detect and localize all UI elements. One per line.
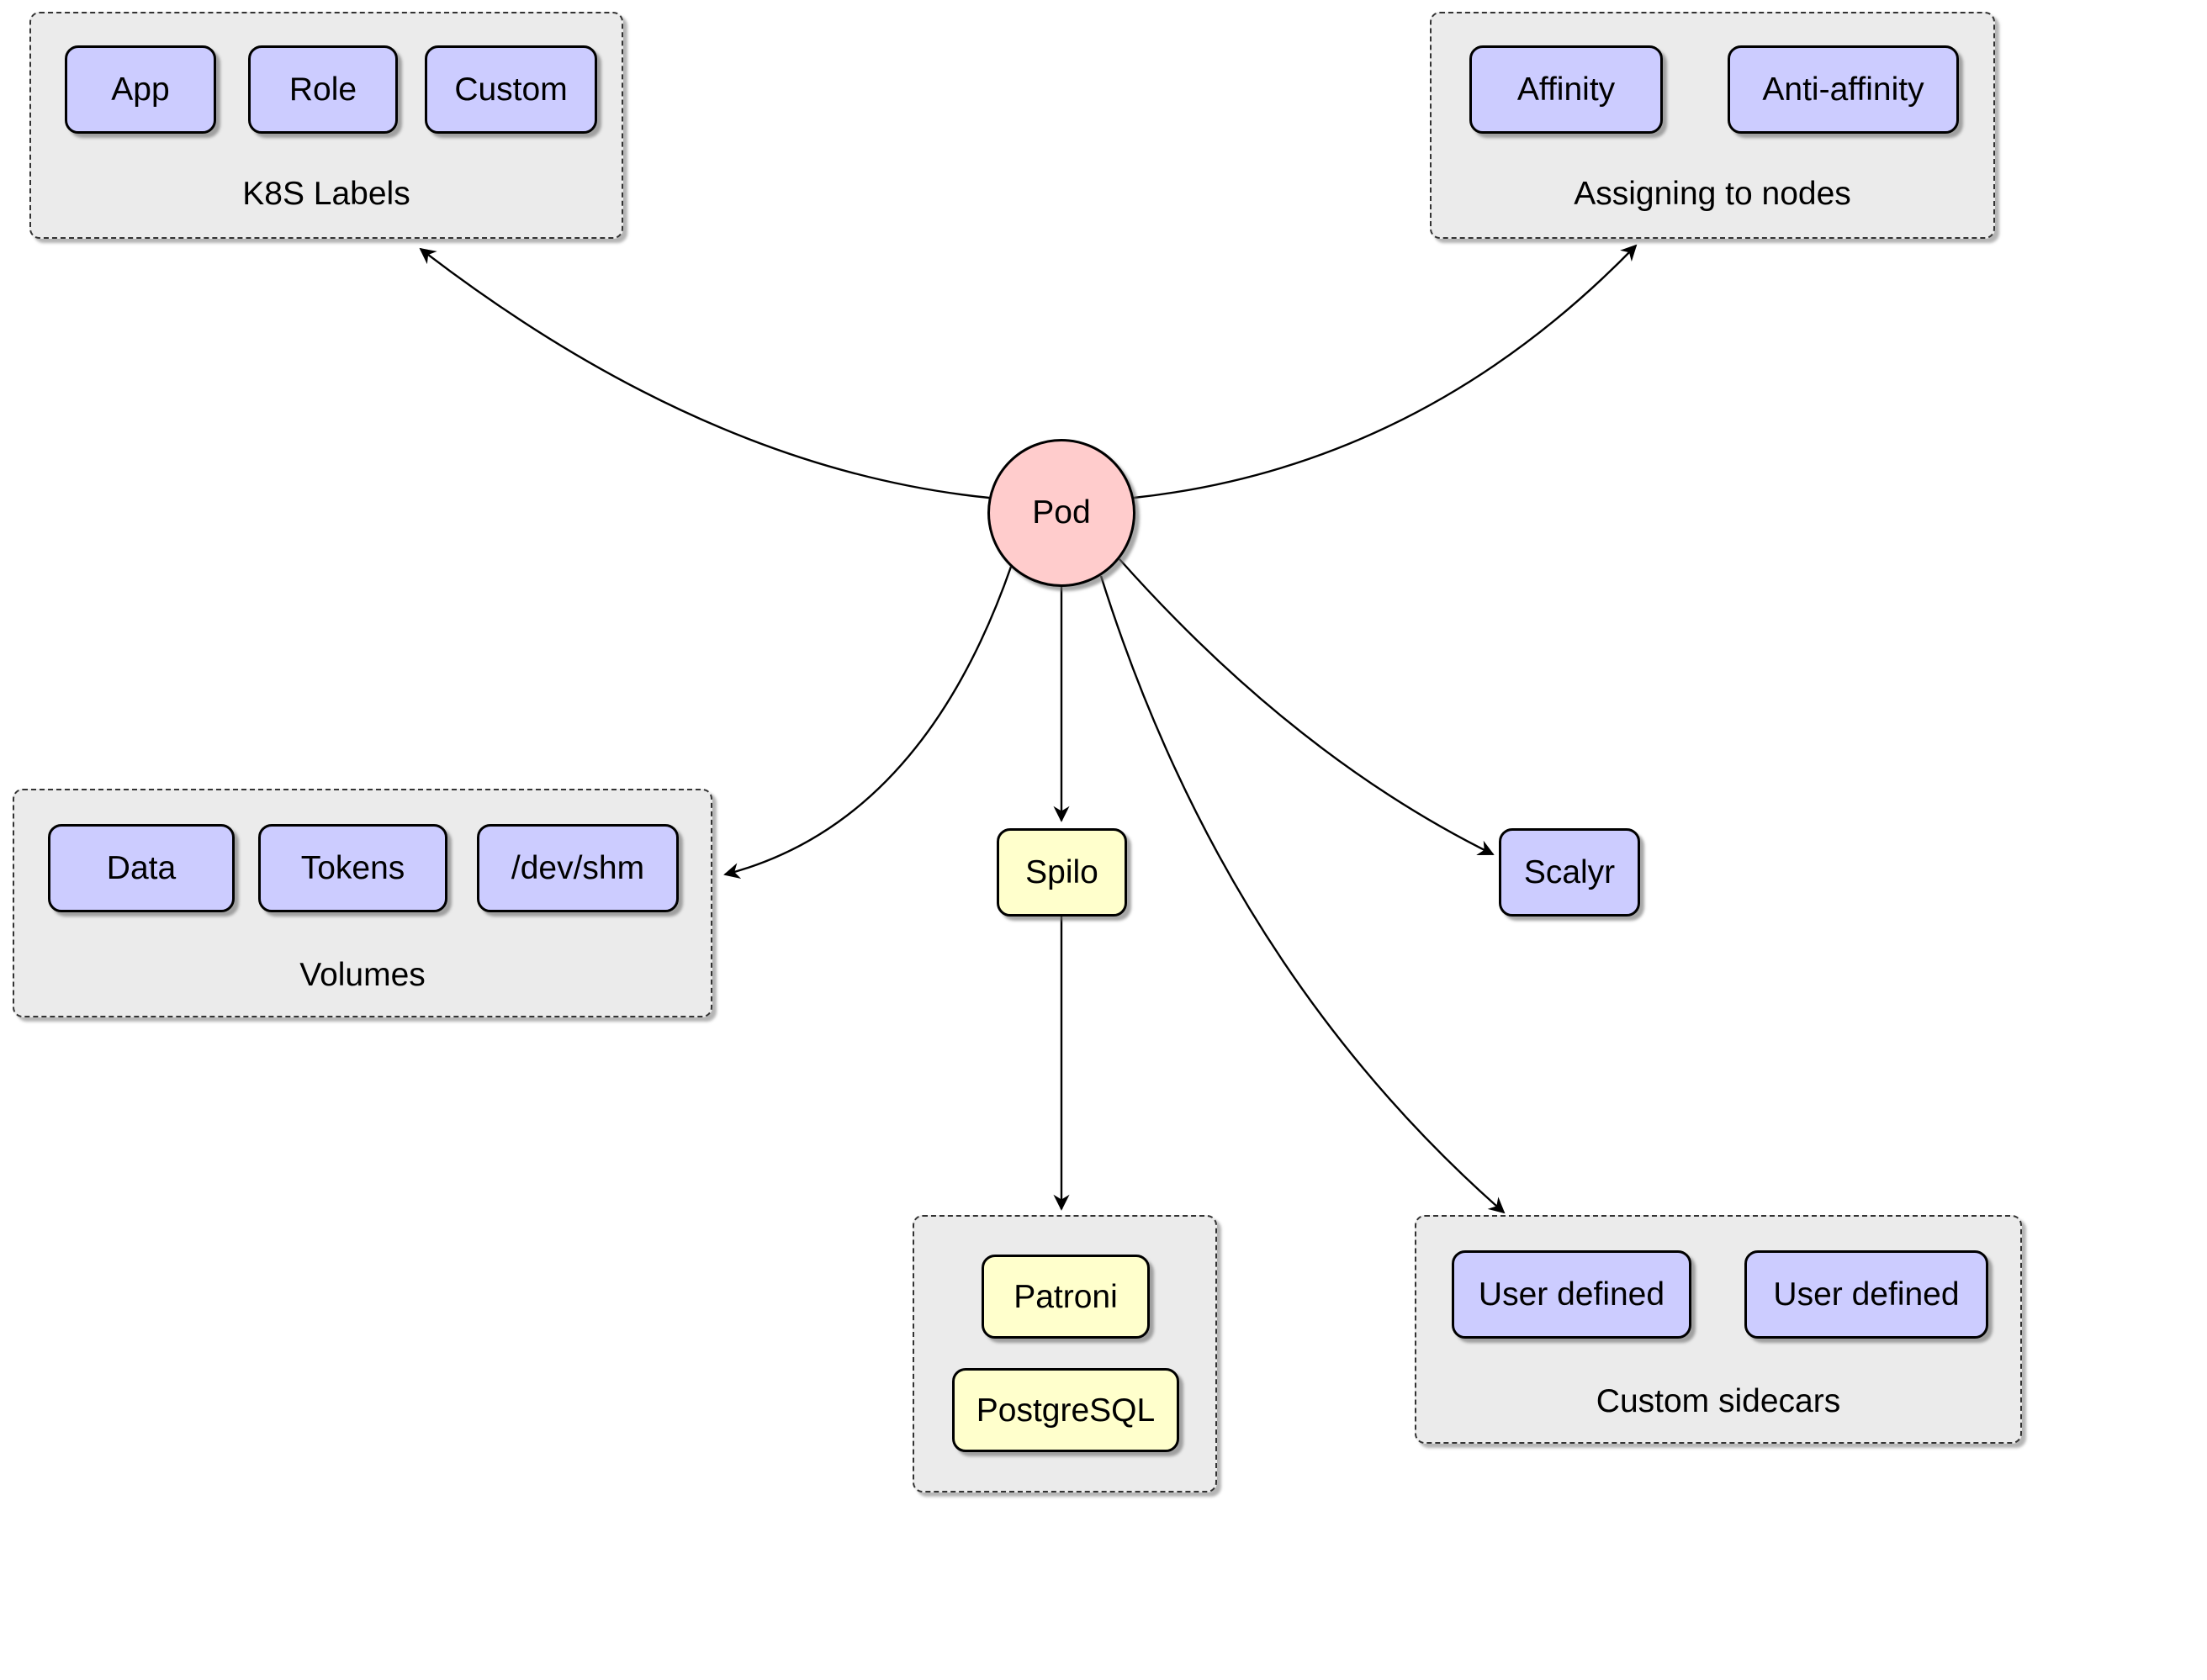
- arrow-pod-to-assigning-to-nodes: [1133, 244, 1638, 499]
- group-custom-sidecars: User defined User defined Custom sidecar…: [1415, 1215, 2022, 1444]
- node-tokens: Tokens: [258, 824, 447, 912]
- arrow-pod-to-custom-sidecars: [1099, 575, 1506, 1214]
- pod-node: Pod: [987, 439, 1135, 587]
- node-scalyr: Scalyr: [1499, 828, 1640, 917]
- group-custom-sidecars-title: Custom sidecars: [1596, 1383, 1841, 1419]
- node-user-defined-2: User defined: [1744, 1250, 1988, 1339]
- group-assigning-to-nodes-title: Assigning to nodes: [1574, 176, 1851, 212]
- node-patroni: Patroni: [982, 1255, 1150, 1339]
- arrow-pod-to-volumes: [723, 566, 1013, 879]
- group-k8s-labels: App Role Custom K8S Labels: [29, 12, 623, 239]
- group-k8s-labels-title: K8S Labels: [242, 176, 410, 212]
- node-spilo: Spilo: [997, 828, 1127, 917]
- node-user-defined-1: User defined: [1452, 1250, 1691, 1339]
- group-volumes: Data Tokens /dev/shm Volumes: [13, 789, 712, 1017]
- node-custom: Custom: [425, 45, 597, 134]
- node-data: Data: [48, 824, 235, 912]
- node-affinity: Affinity: [1469, 45, 1663, 134]
- node-app: App: [65, 45, 216, 134]
- arrow-pod-to-scalyr: [1119, 558, 1495, 856]
- group-assigning-to-nodes: Affinity Anti-affinity Assigning to node…: [1430, 12, 1995, 239]
- node-postgresql: PostgreSQL: [952, 1368, 1179, 1452]
- node-anti-affinity: Anti-affinity: [1728, 45, 1959, 134]
- node-role: Role: [248, 45, 398, 134]
- arrow-pod-to-k8s-labels: [419, 247, 990, 499]
- group-spilo-stack: Patroni PostgreSQL: [913, 1215, 1217, 1492]
- node-dev-shm: /dev/shm: [477, 824, 679, 912]
- group-volumes-title: Volumes: [299, 957, 426, 993]
